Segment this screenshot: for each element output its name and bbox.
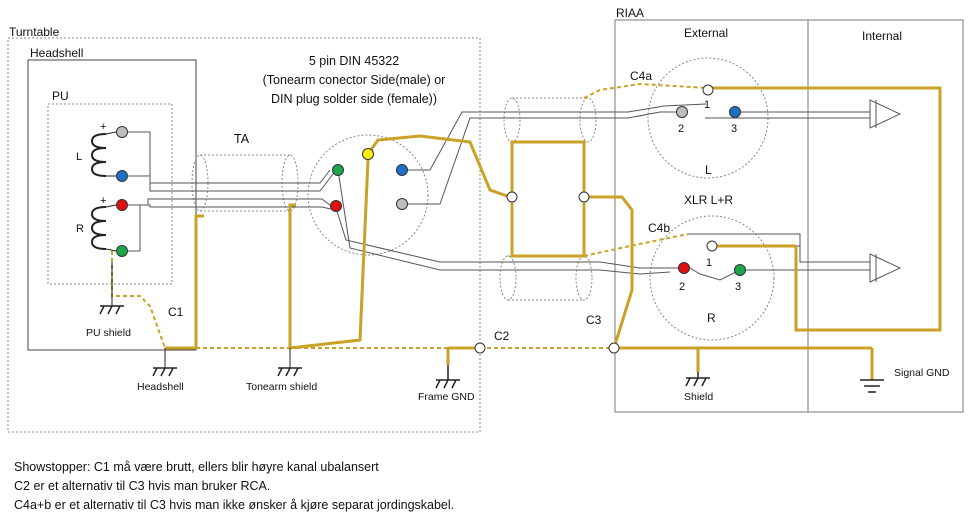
turntable-label: Turntable (9, 25, 60, 39)
left-cable-shield (503, 97, 597, 143)
din-blue-pin (396, 164, 408, 176)
amp-left (869, 99, 902, 129)
note-line-1: Showstopper: C1 må være brutt, ellers bl… (14, 460, 379, 474)
coil-l-plus: + (100, 121, 106, 133)
ta-label: TA (234, 132, 250, 146)
external-label: External (684, 26, 728, 40)
xlr-r-pin1-label: 1 (706, 257, 712, 269)
xlr-l-pin1 (702, 84, 714, 96)
xlr-right-outline (649, 215, 775, 341)
frame-gnd-label: Frame GND (418, 391, 475, 403)
headshell-label: Headshell (30, 46, 83, 60)
xlr-r-label: R (707, 311, 716, 325)
din-green-pin (332, 164, 344, 176)
c3-label: C3 (586, 313, 602, 327)
right-shield-node (578, 191, 590, 203)
c3-node (608, 342, 620, 354)
shield-label: Shield (684, 391, 713, 403)
riaa-label: RIAA (616, 6, 644, 20)
din-title-line3: DIN plug solder side (female)) (271, 92, 437, 106)
c4a-label: C4a (630, 69, 652, 83)
pu-label: PU (52, 89, 69, 103)
xlr-r-pin2 (678, 262, 690, 274)
signal-gnd-label: Signal GND (894, 367, 950, 379)
coil-r-label: R (76, 223, 84, 235)
frame-ground-icon (435, 365, 460, 389)
ground-symbols (99, 305, 884, 393)
pu-shield-label: PU shield (86, 327, 131, 339)
internal-label: Internal (862, 29, 902, 43)
xlr-l-pin2-label: 2 (678, 123, 684, 135)
coil-right (90, 206, 107, 250)
din-yellow-pin (362, 148, 374, 160)
xlr-l-label: L (705, 163, 712, 177)
signal-ground-icon (860, 379, 884, 393)
din-red-pin (330, 200, 342, 212)
pins (116, 84, 746, 354)
coil-left-plus-pin (116, 126, 128, 138)
coil-left (90, 133, 107, 177)
amp-right (869, 253, 902, 283)
coil-right-plus-pin (116, 199, 128, 211)
tonearm-ground-icon (277, 367, 302, 377)
xlr-l-pin3-label: 3 (731, 123, 737, 135)
xlr-r-pin3 (734, 264, 746, 276)
din-gray-pin (396, 198, 408, 210)
headshell-box (27, 59, 197, 351)
coil-left-minus-pin (116, 170, 128, 182)
din-title-line2: (Tonearm conector Side(male) or (263, 73, 446, 87)
left-shield-node (506, 191, 518, 203)
notes-block: Showstopper: C1 må være brutt, ellers bl… (14, 458, 964, 515)
pu-shield-ground-icon (99, 305, 124, 315)
shield-ground-icon (685, 372, 710, 387)
coil-right-minus-pin (116, 245, 128, 257)
headshell-gnd-label: Headshell (137, 381, 184, 393)
right-cable-shield (499, 255, 593, 301)
tonearm-shield-label: Tonearm shield (246, 381, 317, 393)
xlr-label: XLR L+R (684, 193, 733, 207)
signal-wires (122, 103, 870, 281)
c2-node (474, 342, 486, 354)
xlr-l-pin3 (729, 106, 741, 118)
c2-label: C2 (494, 329, 510, 343)
xlr-r-pin3-label: 3 (735, 281, 741, 293)
din-connector-outline (307, 134, 429, 256)
xlr-r-pin2-label: 2 (679, 281, 685, 293)
note-line-2: C2 er et alternativ til C3 hvis man bruk… (14, 479, 271, 493)
c1-label: C1 (168, 305, 184, 319)
c4a-dashed-link (583, 82, 709, 99)
riaa-box (614, 19, 964, 413)
headshell-ground-icon (152, 367, 177, 377)
xlr-r-pin1 (706, 240, 718, 252)
c4b-dashed-link (583, 233, 689, 257)
xlr-l-pin2 (676, 106, 688, 118)
coil-l-label: L (76, 151, 82, 163)
ground-wires (165, 86, 942, 380)
coil-leads (105, 131, 117, 252)
pu-box (47, 103, 173, 285)
c4b-label: C4b (648, 221, 670, 235)
turntable-box (7, 37, 481, 433)
xlr-l-pin1-label: 1 (704, 99, 710, 111)
coil-r-plus: + (100, 195, 106, 207)
din-title-line1: 5 pin DIN 45322 (309, 54, 399, 68)
note-line-3: C4a+b er et alternativ til C3 hvis man i… (14, 498, 455, 512)
